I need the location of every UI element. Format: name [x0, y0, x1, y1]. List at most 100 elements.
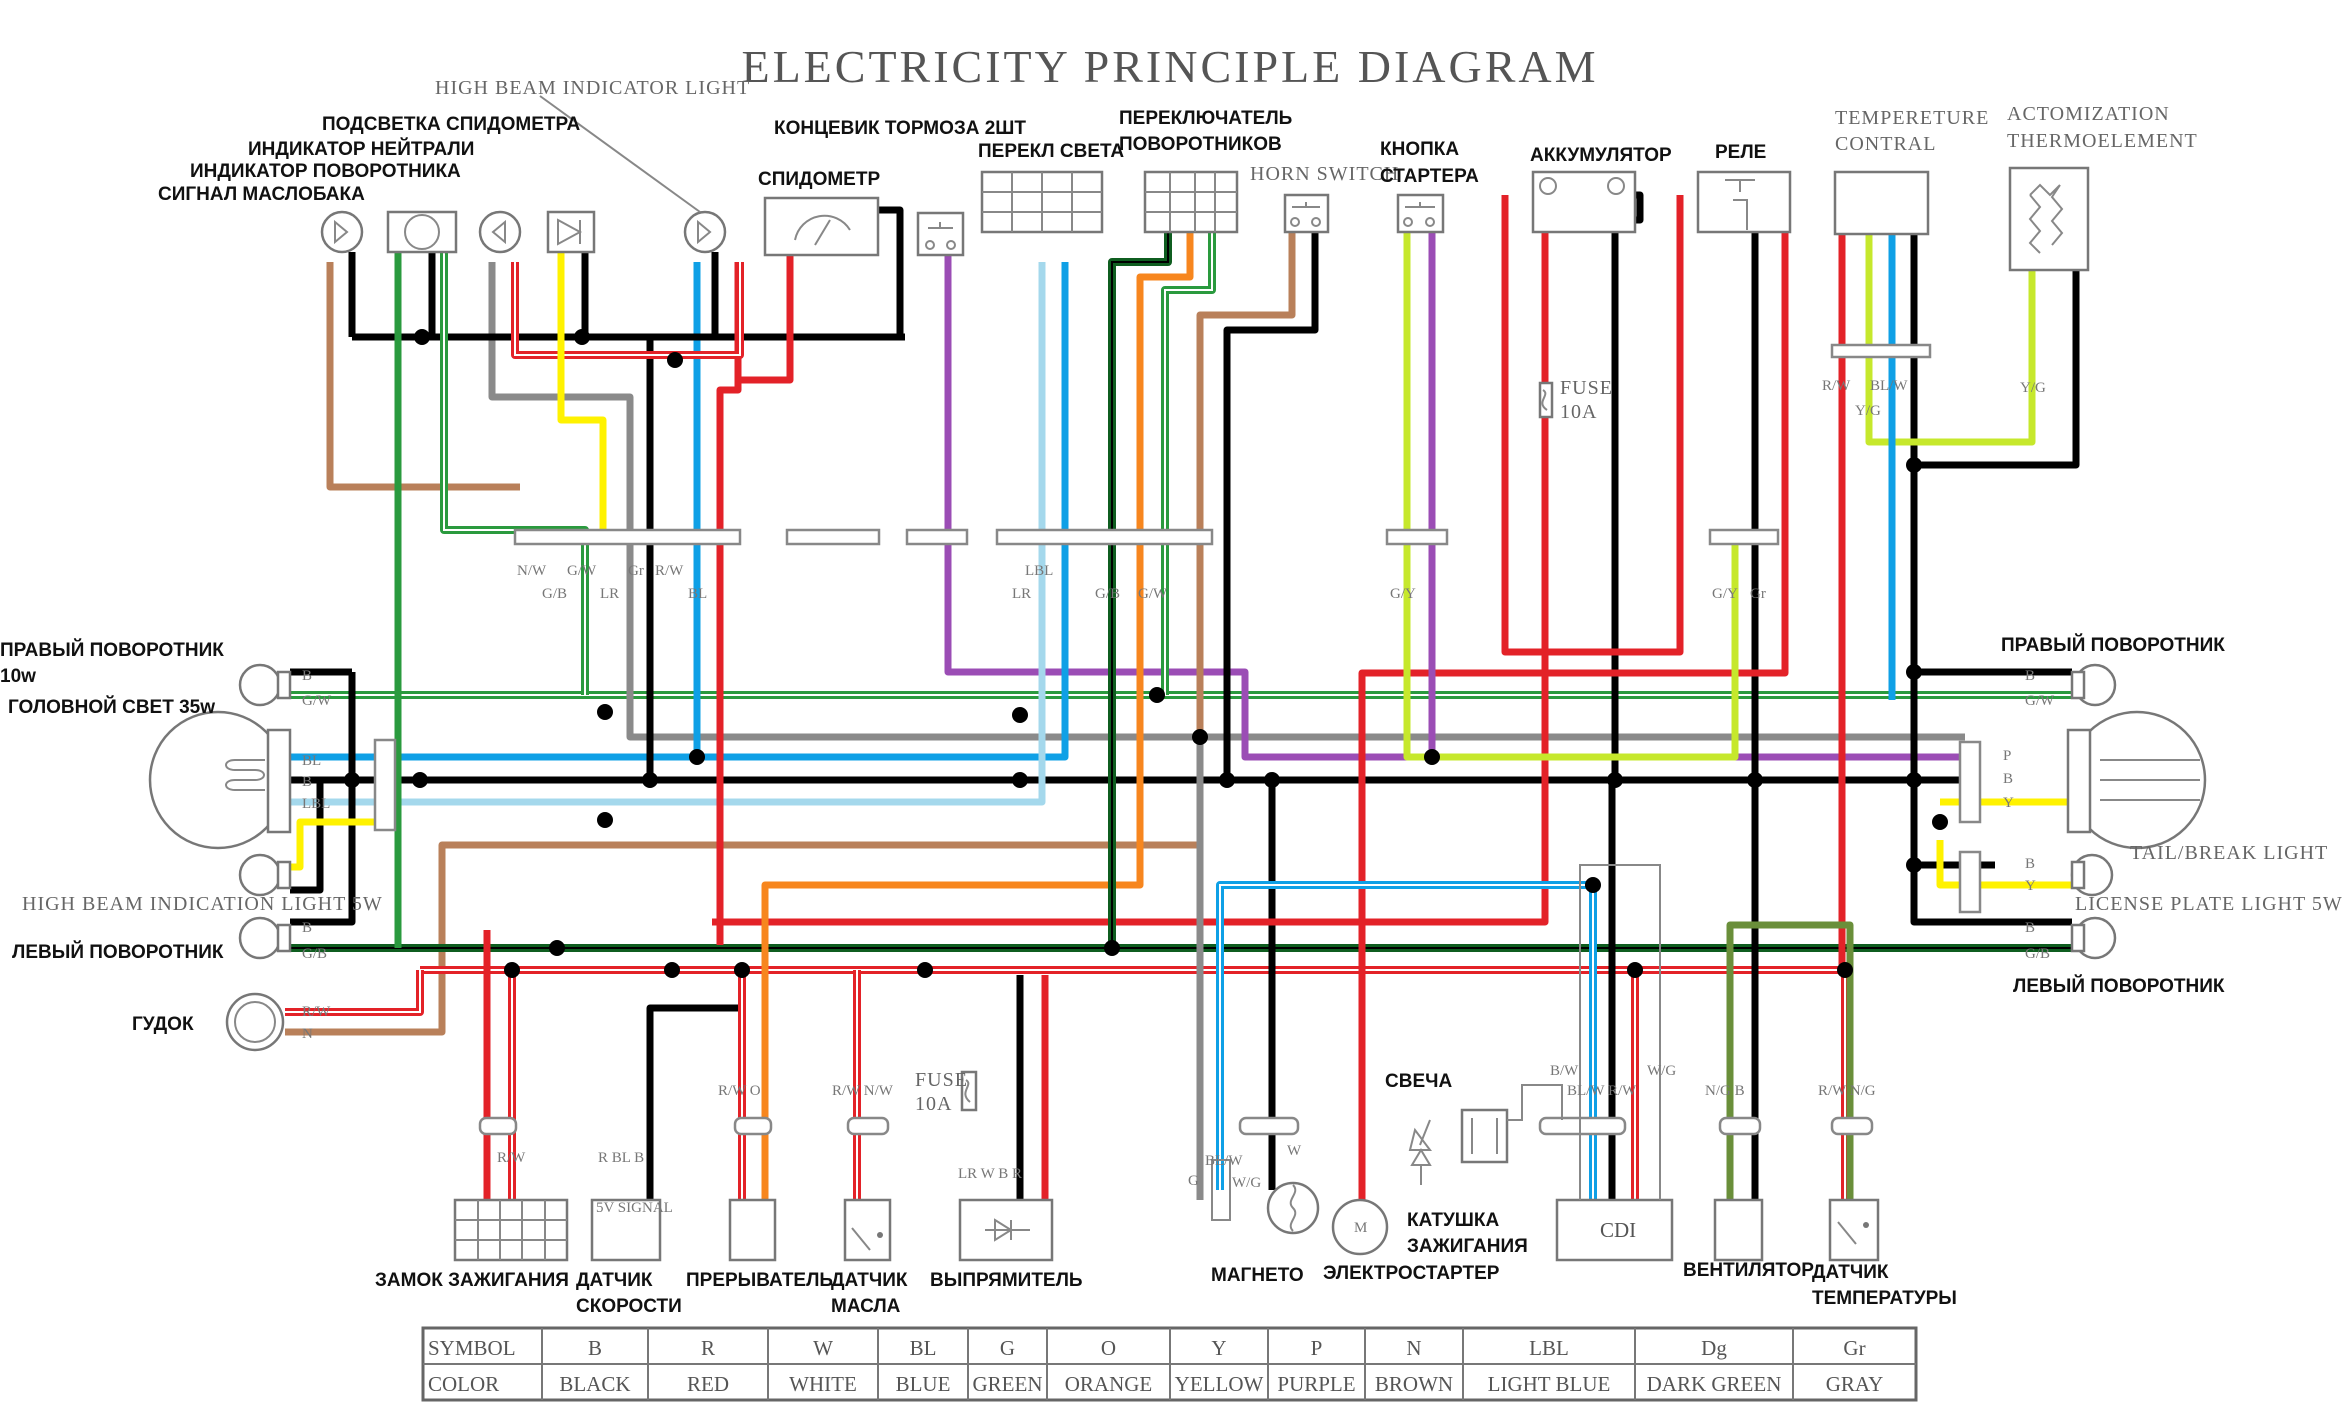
wire-code: Y: [2003, 795, 2014, 811]
wire-code: R/W: [497, 1150, 526, 1166]
wire-code: Gr: [628, 563, 644, 579]
wire-red-white-horn-stripe: [285, 970, 421, 1013]
wire-code: W/G: [1232, 1175, 1261, 1191]
starter-motor: M: [1331, 1198, 1389, 1256]
legend-symbol-cell: G: [1000, 1336, 1015, 1360]
legend-symbol-cell: Y: [1211, 1336, 1226, 1360]
legend-symbol-cell: W: [813, 1336, 833, 1360]
wire-black-rear: [1910, 465, 2072, 926]
magneto: [1211, 1159, 1320, 1235]
connector-block-7: [1830, 343, 1932, 359]
magneto-connector: [1238, 1116, 1300, 1136]
oil-warning-bulb: [320, 210, 364, 254]
wire-red-white-ind: [511, 262, 744, 359]
wires: [285, 191, 2080, 1200]
label-left-turn-front: ЛЕВЫЙ ПОВОРОТНИК: [12, 941, 224, 963]
wire-black-low: [646, 1004, 746, 1200]
wire-junction-dot: [1012, 772, 1028, 788]
wire-code: N/W: [517, 563, 547, 579]
wire-code: G/W: [302, 693, 332, 709]
wire-yg-starter: [1403, 232, 1739, 761]
label-oil-sensor-2: МАСЛА: [831, 1296, 901, 1317]
wire-junction-dot: [1264, 772, 1280, 788]
wire-code: BL: [302, 753, 321, 769]
ignition-connector: [478, 1116, 518, 1136]
legend-symbol-cell: R: [701, 1336, 715, 1360]
oil-connector: [846, 1116, 890, 1136]
side-components: [148, 663, 2207, 1052]
fan-connector: [1718, 1116, 1762, 1136]
bottom-labels: ЗАМОК ЗАЖИГАНИЯ ДАТЧИК СКОРОСТИ ПРЕРЫВАТ…: [375, 377, 1957, 1317]
label-speedometer: СПИДОМЕТР: [758, 169, 880, 190]
horn-switch-button: [1283, 193, 1330, 234]
color-legend-table: SYMBOL COLOR BBLACKRREDWWHITEBLBLUEGGREE…: [421, 1326, 1918, 1402]
connector-block-2: [785, 528, 881, 546]
legend-color-cell: ORANGE: [1065, 1372, 1153, 1396]
temperature-controller-box: [1833, 170, 1930, 236]
wire-brown-oil: [326, 262, 520, 491]
rectifier-fuse: [960, 1070, 978, 1112]
label-turn-switch-2: ПОВОРОТНИКОВ: [1119, 134, 1282, 155]
wire-junction-dot: [1424, 749, 1440, 765]
wire-junction-dot: [597, 704, 613, 720]
label-high-beam-5w: HIGH BEAM INDICATION LIGHT 5W: [22, 893, 383, 915]
ignition-lock: [453, 1198, 569, 1262]
wire-junction-dot: [689, 749, 705, 765]
svg-text:M: M: [1354, 1220, 1367, 1236]
wire-junction-dot: [1932, 814, 1948, 830]
temp-sensor-connector: [1830, 1116, 1874, 1136]
left-front-turn-bulb: [238, 916, 292, 960]
legend-color-cell: BLACK: [559, 1372, 630, 1396]
wire-junction-dot: [412, 772, 428, 788]
legend-color-cell: LIGHT BLUE: [1488, 1372, 1611, 1396]
wire-junction-dot: [549, 940, 565, 956]
wire-junction-dot: [574, 329, 590, 345]
label-horn-switch: HORN SWITCH: [1250, 163, 1399, 185]
wire-junction-dot: [1906, 772, 1922, 788]
wire-yellow-license: [1936, 840, 2072, 889]
headlight-connector: [373, 738, 397, 832]
label-temp-sensor-1: ДАТЧИК: [1812, 1262, 1889, 1283]
cdi-unit: CDI: [1555, 864, 1674, 1262]
legend-symbol-cell: N: [1406, 1336, 1421, 1360]
legend-color-cell: DARK GREEN: [1647, 1372, 1782, 1396]
tail-brake-light: [2066, 710, 2207, 850]
label-spark-plug: СВЕЧА: [1385, 1071, 1452, 1092]
wire-code: B: [2003, 771, 2013, 787]
wire-junction-dot: [1906, 857, 1922, 873]
connectors: [373, 343, 1982, 1136]
cdi-label: CDI: [1600, 1218, 1636, 1242]
high-beam-indicator-bulb: [683, 210, 727, 254]
legend-color-cell: GREEN: [973, 1372, 1043, 1396]
label-relay: РЕЛЕ: [1715, 142, 1766, 163]
right-rear-turn-bulb: [2070, 663, 2117, 707]
wire-junction-dot: [1104, 940, 1120, 956]
wire-code: LBL: [1025, 563, 1053, 579]
label-rectifier: ВЫПРЯМИТЕЛЬ: [930, 1270, 1083, 1291]
wire-code: R/W O: [718, 1083, 761, 1099]
tail-connector: [1958, 740, 1982, 824]
license-plate-bulb: [2070, 853, 2114, 897]
legend-symbol-cell: O: [1101, 1336, 1116, 1360]
wire-junction-dot: [1837, 962, 1853, 978]
wire-code: G: [1188, 1173, 1199, 1189]
starter-button-switch: [1396, 193, 1445, 234]
label-thermo-1: ACTOMIZATION: [2007, 103, 2170, 125]
wire-junction-dot: [1906, 664, 1922, 680]
spark-plug: [1408, 1119, 1432, 1185]
label-oil-sensor-1: ДАТЧИК: [831, 1270, 908, 1291]
wire-junction-dot: [1906, 457, 1922, 473]
legend-symbol-cell: BL: [910, 1336, 937, 1360]
wire-red-relay-starter: [1358, 195, 1789, 1200]
interrupter: [728, 1198, 777, 1262]
wire-red-battery-loop: [1501, 195, 1684, 656]
wire-junction-dot: [642, 772, 658, 788]
horn-device: [225, 992, 285, 1052]
legend-symbol-cell: Gr: [1843, 1336, 1865, 1360]
fuse-rating-rectifier: 10A: [915, 1093, 952, 1115]
label-brake-switch: КОНЦЕВИК ТОРМОЗА 2ШТ: [774, 118, 1026, 139]
wire-code: N: [302, 1026, 313, 1042]
wire-yellow-led: [557, 252, 607, 540]
top-components: [320, 95, 2090, 272]
label-right-turn-power: 10w: [0, 666, 36, 687]
